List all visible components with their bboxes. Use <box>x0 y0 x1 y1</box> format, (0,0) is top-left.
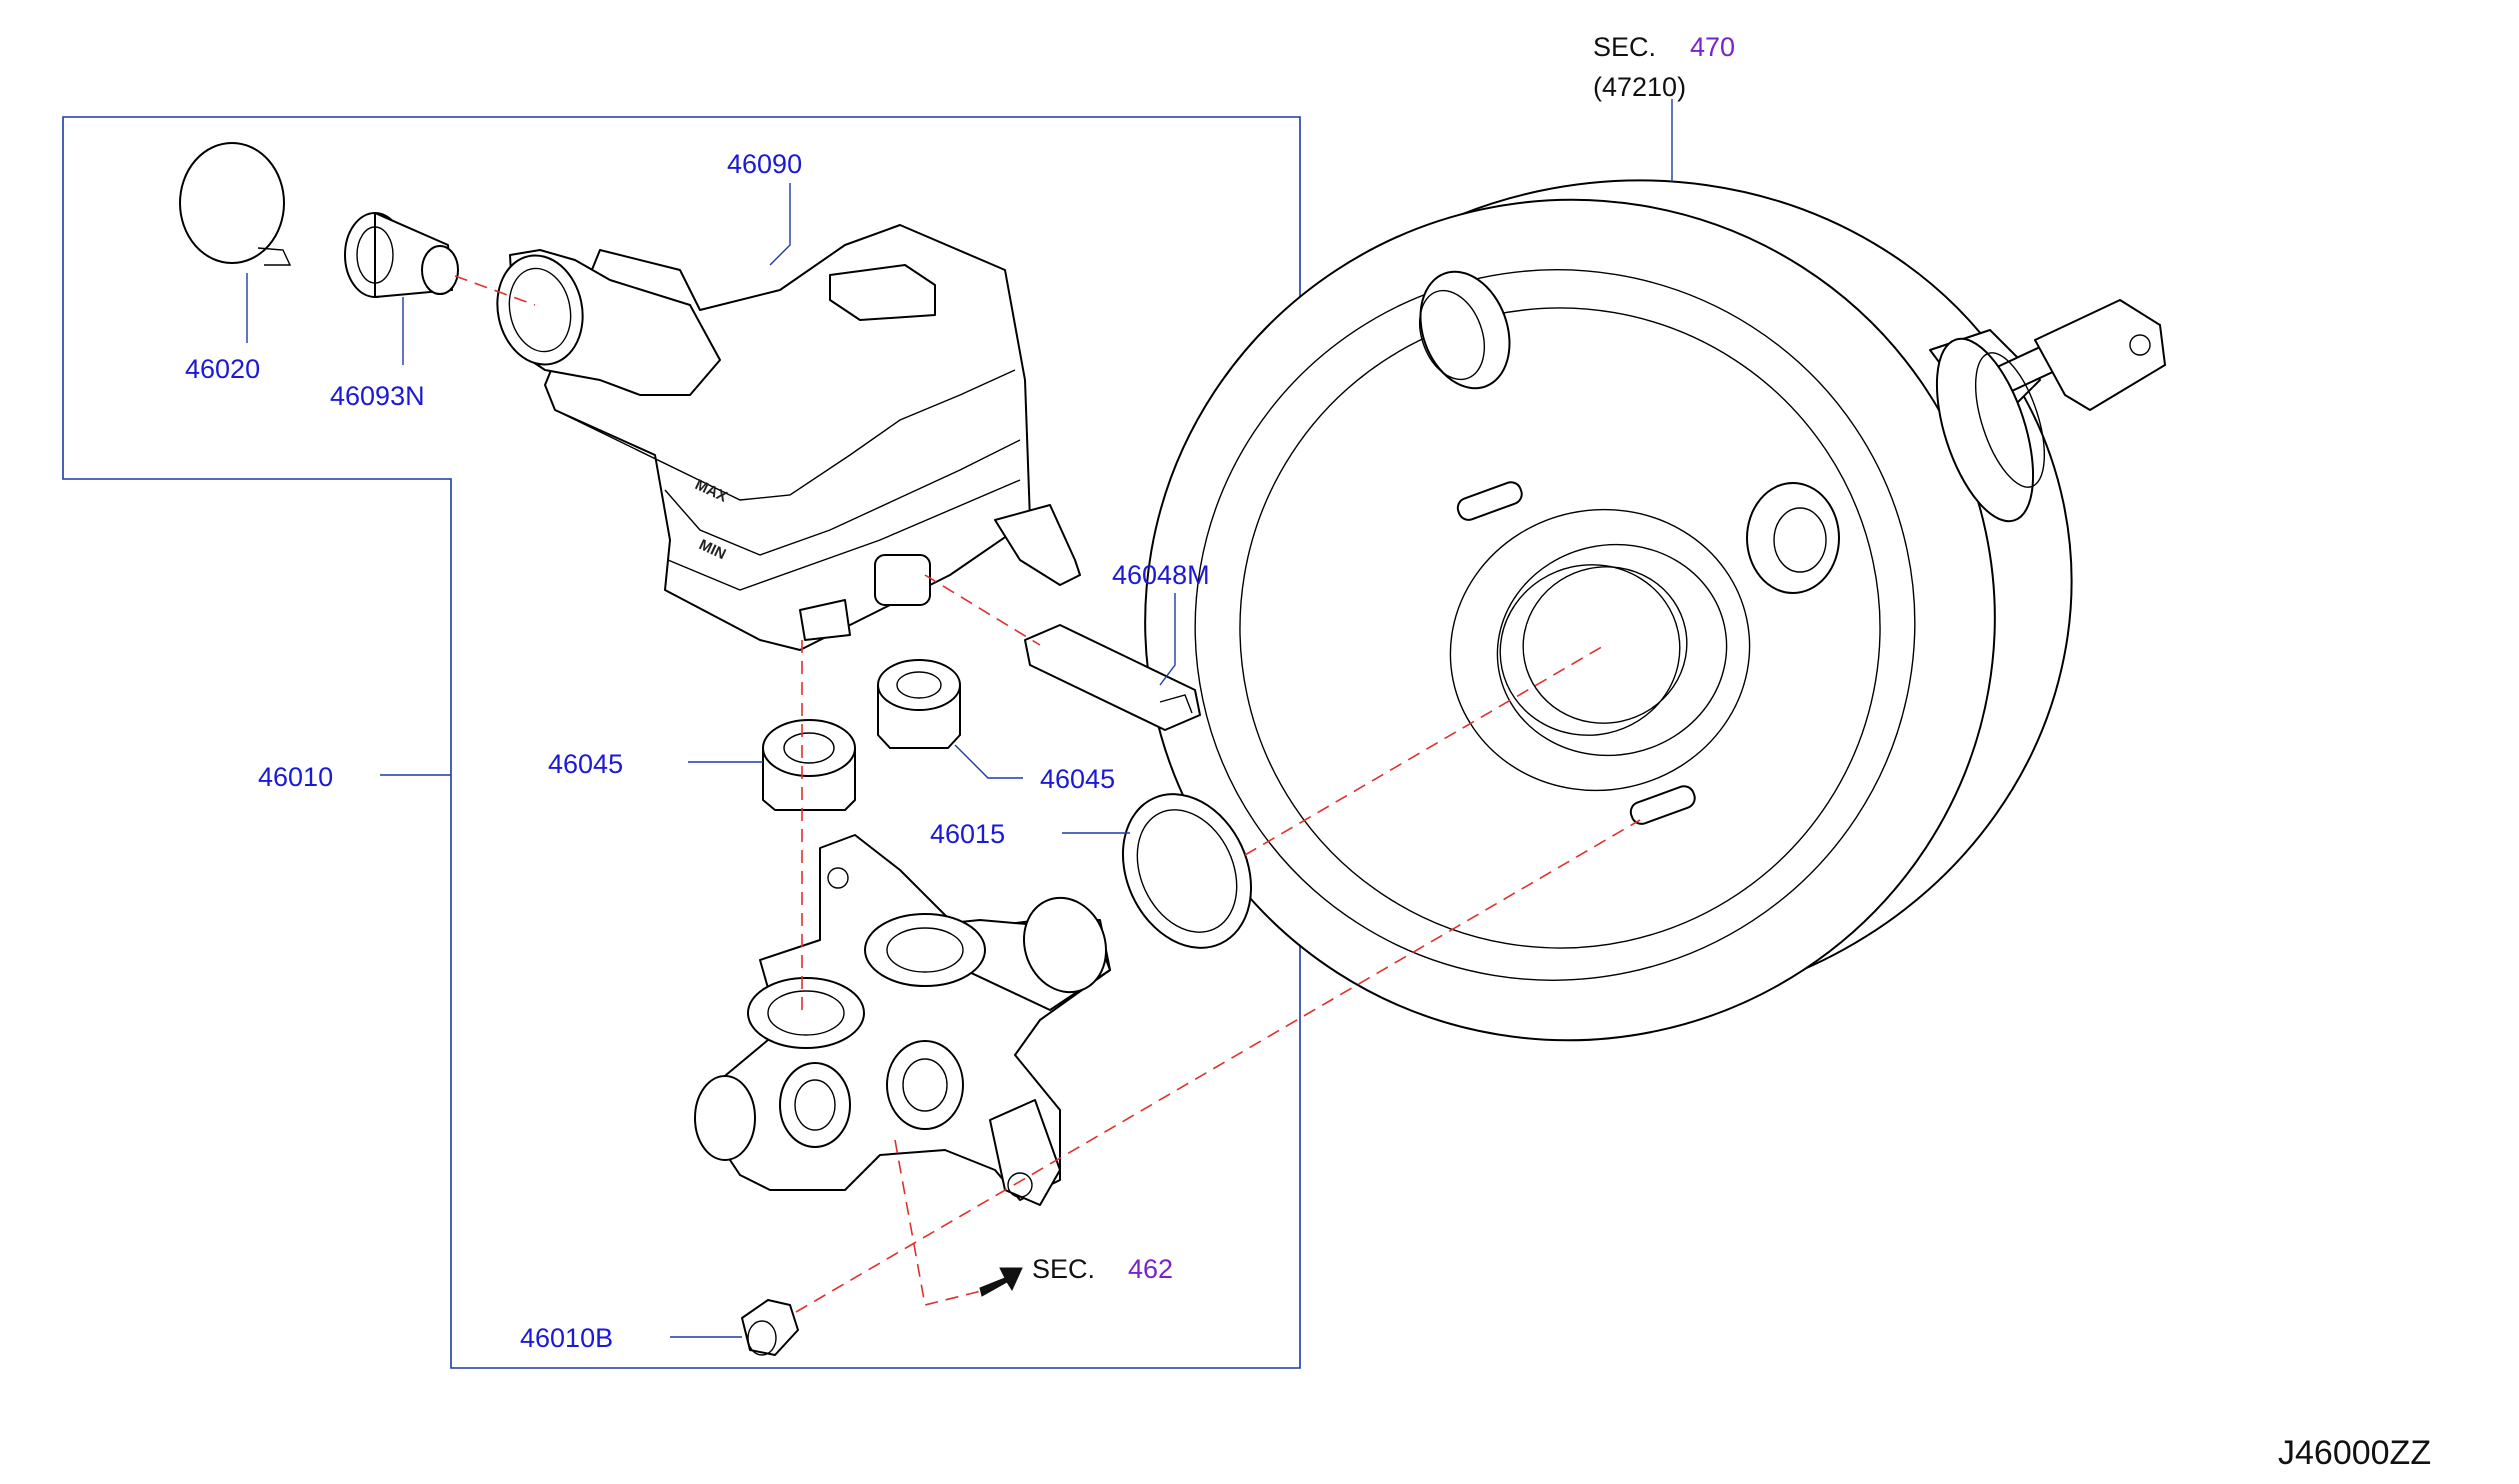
label-sensor: 46048M <box>1112 560 1210 590</box>
guide-lines <box>454 275 1641 1313</box>
label-nut: 46010B <box>520 1323 613 1353</box>
o-ring <box>1121 793 1253 949</box>
booster-sec-number[interactable]: 470 <box>1690 32 1735 62</box>
pipe-sec-label: SEC. <box>1032 1254 1095 1284</box>
arrow-icon <box>979 1267 1023 1297</box>
reservoir-tank: MAX MIN <box>496 224 1081 651</box>
nut <box>741 1299 799 1356</box>
label-grommet-left: 46045 <box>548 749 623 779</box>
assembly-frame <box>62 116 1301 1369</box>
grommet-left <box>762 719 856 811</box>
strainer <box>344 212 459 298</box>
label-cap: 46020 <box>185 354 260 384</box>
label-grommet-right: 46045 <box>1040 764 1115 794</box>
pipe-sec-number[interactable]: 462 <box>1128 1254 1173 1284</box>
master-cylinder-body <box>694 834 1111 1206</box>
label-reservoir: 46090 <box>727 149 802 179</box>
reservoir-cap <box>179 142 292 266</box>
booster-sub-number: (47210) <box>1593 72 1686 102</box>
label-o-ring: 46015 <box>930 819 1005 849</box>
leader-lines <box>246 99 1673 1338</box>
label-strainer: 46093N <box>330 381 425 411</box>
label-assembly: 46010 <box>258 762 333 792</box>
level-sensor <box>1024 624 1201 731</box>
grommet-right <box>877 659 961 749</box>
brake-booster <box>1144 179 2166 1042</box>
diagram-code: J46000ZZ <box>2278 1434 2431 1472</box>
booster-sec-label: SEC. <box>1593 32 1656 62</box>
